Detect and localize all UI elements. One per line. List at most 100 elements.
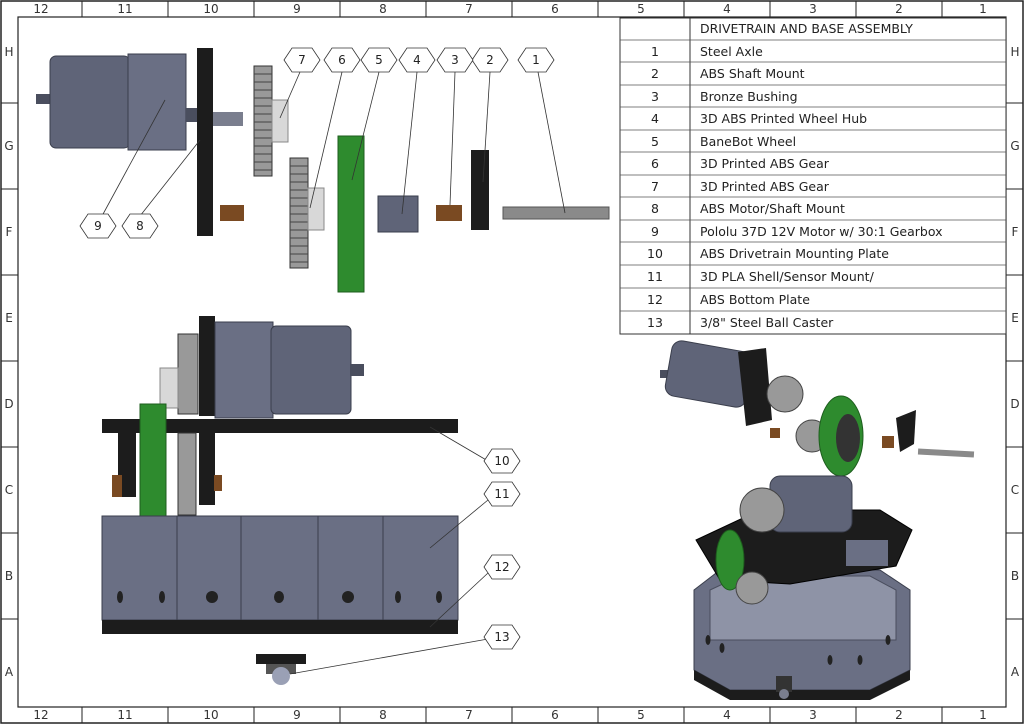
bom-item-name: ABS Motor/Shaft Mount <box>700 201 845 216</box>
motor-body <box>49 55 131 149</box>
side-view <box>101 316 459 685</box>
row-label: D <box>4 397 13 411</box>
row-label: E <box>1011 311 1019 325</box>
bom-item-name: Steel Axle <box>700 44 763 59</box>
callout-4: 4 <box>398 47 436 73</box>
row-label: C <box>1011 483 1019 497</box>
motor-gearbox <box>127 53 187 151</box>
bom-item-name: 3D Printed ABS Gear <box>700 156 830 171</box>
svg-text:7: 7 <box>298 53 306 67</box>
col-label: 1 <box>979 2 987 16</box>
bom-title: DRIVETRAIN AND BASE ASSEMBLY <box>700 21 913 36</box>
column-labels-bottom: 12 11 10 9 8 7 6 5 4 3 2 1 <box>33 708 986 722</box>
bom-table: DRIVETRAIN AND BASE ASSEMBLY 1 Steel Axl… <box>619 17 1007 335</box>
svg-text:11: 11 <box>494 487 509 501</box>
col-label: 1 <box>979 708 987 722</box>
bushing-left <box>220 205 244 221</box>
col-label: 3 <box>809 2 817 16</box>
col-label: 11 <box>117 708 132 722</box>
callout-3: 3 <box>436 47 474 73</box>
column-labels-top: 12 11 10 9 8 7 6 5 4 3 2 1 <box>33 2 986 16</box>
svg-text:9: 9 <box>94 219 102 233</box>
bom-item-no: 1 <box>651 44 659 59</box>
callout-5: 5 <box>360 47 398 73</box>
row-label: F <box>6 225 13 239</box>
bom-item-name: ABS Drivetrain Mounting Plate <box>700 246 889 261</box>
callout-9: 9 <box>79 213 117 239</box>
svg-text:4: 4 <box>413 53 421 67</box>
col-label: 2 <box>895 2 903 16</box>
svg-text:12: 12 <box>494 560 509 574</box>
isometric-exploded-view <box>660 340 975 477</box>
callout-1: 1 <box>517 47 555 73</box>
row-label: B <box>5 569 13 583</box>
bom-item-name: ABS Shaft Mount <box>700 66 805 81</box>
bom-item-name: 3D PLA Shell/Sensor Mount/ <box>700 269 875 284</box>
row-label: G <box>4 139 13 153</box>
wheel <box>337 135 365 293</box>
col-label: 6 <box>551 708 559 722</box>
col-label: 12 <box>33 2 48 16</box>
row-label: E <box>5 311 13 325</box>
bottom-plate <box>102 620 458 634</box>
row-label: H <box>1010 45 1019 59</box>
col-label: 10 <box>203 2 218 16</box>
shaft-mount <box>471 150 489 230</box>
col-label: 7 <box>465 708 473 722</box>
col-label: 4 <box>723 2 731 16</box>
bom-item-no: 7 <box>651 179 659 194</box>
row-label: G <box>1010 139 1019 153</box>
col-label: 9 <box>293 2 301 16</box>
bom-item-name: 3/8" Steel Ball Caster <box>700 315 834 330</box>
motor-shaft-rear <box>36 94 50 104</box>
callout-11: 11 <box>483 481 521 507</box>
col-label: 8 <box>379 708 387 722</box>
col-label: 5 <box>637 2 645 16</box>
bom-item-name: ABS Bottom Plate <box>700 292 810 307</box>
bom-item-no: 8 <box>651 201 659 216</box>
drivetrain-plate <box>102 419 458 433</box>
callout-7: 7 <box>283 47 321 73</box>
svg-text:3: 3 <box>451 53 459 67</box>
bom-item-no: 5 <box>651 134 659 149</box>
steel-axle <box>502 206 610 220</box>
row-label: D <box>1010 397 1019 411</box>
bom-item-no: 11 <box>647 269 663 284</box>
callout-8: 8 <box>121 213 159 239</box>
row-label: A <box>1011 665 1020 679</box>
svg-text:10: 10 <box>494 454 509 468</box>
bom-item-name: Pololu 37D 12V Motor w/ 30:1 Gearbox <box>700 224 942 239</box>
bushing <box>436 205 462 221</box>
bom-item-no: 10 <box>647 246 663 261</box>
bom-item-name: Bronze Bushing <box>700 89 798 104</box>
row-label: A <box>5 665 14 679</box>
row-label: F <box>1012 225 1019 239</box>
bom-item-no: 3 <box>651 89 659 104</box>
row-label: H <box>4 45 13 59</box>
col-label: 7 <box>465 2 473 16</box>
bom-item-no: 2 <box>651 66 659 81</box>
bom-item-no: 9 <box>651 224 659 239</box>
col-label: 3 <box>809 708 817 722</box>
col-label: 2 <box>895 708 903 722</box>
exploded-view <box>36 48 610 293</box>
shell <box>101 515 459 621</box>
callout-13: 13 <box>483 624 521 650</box>
col-label: 9 <box>293 708 301 722</box>
col-label: 4 <box>723 708 731 722</box>
svg-text:8: 8 <box>136 219 144 233</box>
col-label: 8 <box>379 2 387 16</box>
callout-10: 10 <box>483 448 521 474</box>
bom-item-name: 3D Printed ABS Gear <box>700 179 830 194</box>
callout-12: 12 <box>483 554 521 580</box>
col-label: 12 <box>33 708 48 722</box>
svg-text:13: 13 <box>494 630 509 644</box>
callouts: 1 2 3 4 5 6 7 8 <box>79 47 555 650</box>
col-label: 11 <box>117 2 132 16</box>
svg-text:5: 5 <box>375 53 383 67</box>
row-labels-right: H G F E D C B A <box>1010 45 1020 679</box>
callout-2: 2 <box>471 47 509 73</box>
col-label: 5 <box>637 708 645 722</box>
